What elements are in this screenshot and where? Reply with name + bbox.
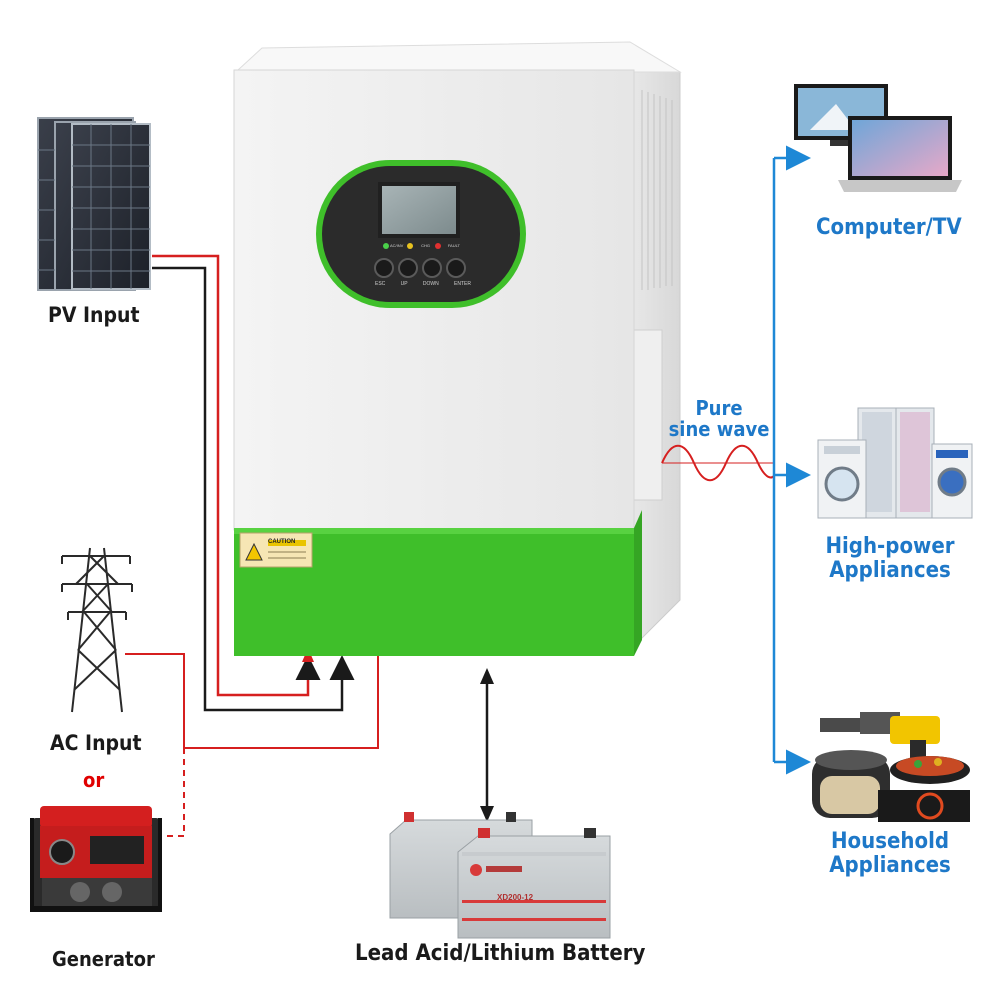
computer-tv-label: Computer/TV xyxy=(816,215,962,240)
high-power-label: High-power Appliances xyxy=(815,535,965,583)
ac-input-label: AC Input xyxy=(50,731,142,755)
solar-panel-icon xyxy=(37,117,151,291)
high-power-line1: High-power xyxy=(825,534,955,559)
caution-label: CAUTION xyxy=(268,539,296,545)
battery-arrow xyxy=(480,668,494,822)
high-power-appliances-icon xyxy=(817,407,973,519)
inverter-unit xyxy=(233,41,682,656)
transmission-tower-icon xyxy=(61,547,133,713)
pure-line2: sine wave xyxy=(668,417,770,441)
household-appliances-icon xyxy=(812,712,970,822)
high-power-line2: Appliances xyxy=(829,558,951,583)
sine-wave-icon xyxy=(661,444,775,482)
inverter-button-labels: ESC UP DOWN ENTER xyxy=(375,281,471,287)
household-label: Household Appliances xyxy=(815,830,965,878)
battery-model-label: XD200-12 xyxy=(497,893,534,902)
indicator-label-fault: FAULT xyxy=(447,243,460,248)
output-arrows xyxy=(772,145,811,775)
or-label: or xyxy=(83,768,105,792)
household-line2: Appliances xyxy=(829,853,951,878)
generator-label: Generator xyxy=(52,947,155,971)
pv-input-label: PV Input xyxy=(48,303,140,327)
generator-icon xyxy=(30,806,162,912)
battery-label: Lead Acid/Lithium Battery xyxy=(355,941,646,966)
inverter-indicator-labels: AC/INV CHG FAULT xyxy=(390,243,460,248)
computer-tv-icon xyxy=(794,84,962,192)
pure-sine-wave-label: Pure sine wave xyxy=(660,398,778,440)
pv-wires xyxy=(152,254,355,712)
indicator-label-ac: AC/INV xyxy=(390,243,404,248)
button-label-esc: ESC xyxy=(375,281,386,287)
pure-line1: Pure xyxy=(695,396,743,420)
battery-icon xyxy=(389,812,611,939)
ac-wires xyxy=(125,653,379,837)
household-line1: Household xyxy=(830,829,950,854)
button-label-enter: ENTER xyxy=(454,281,471,287)
button-label-down: DOWN xyxy=(422,281,439,287)
button-label-up: UP xyxy=(400,281,408,287)
indicator-label-chg: CHG xyxy=(421,243,431,248)
